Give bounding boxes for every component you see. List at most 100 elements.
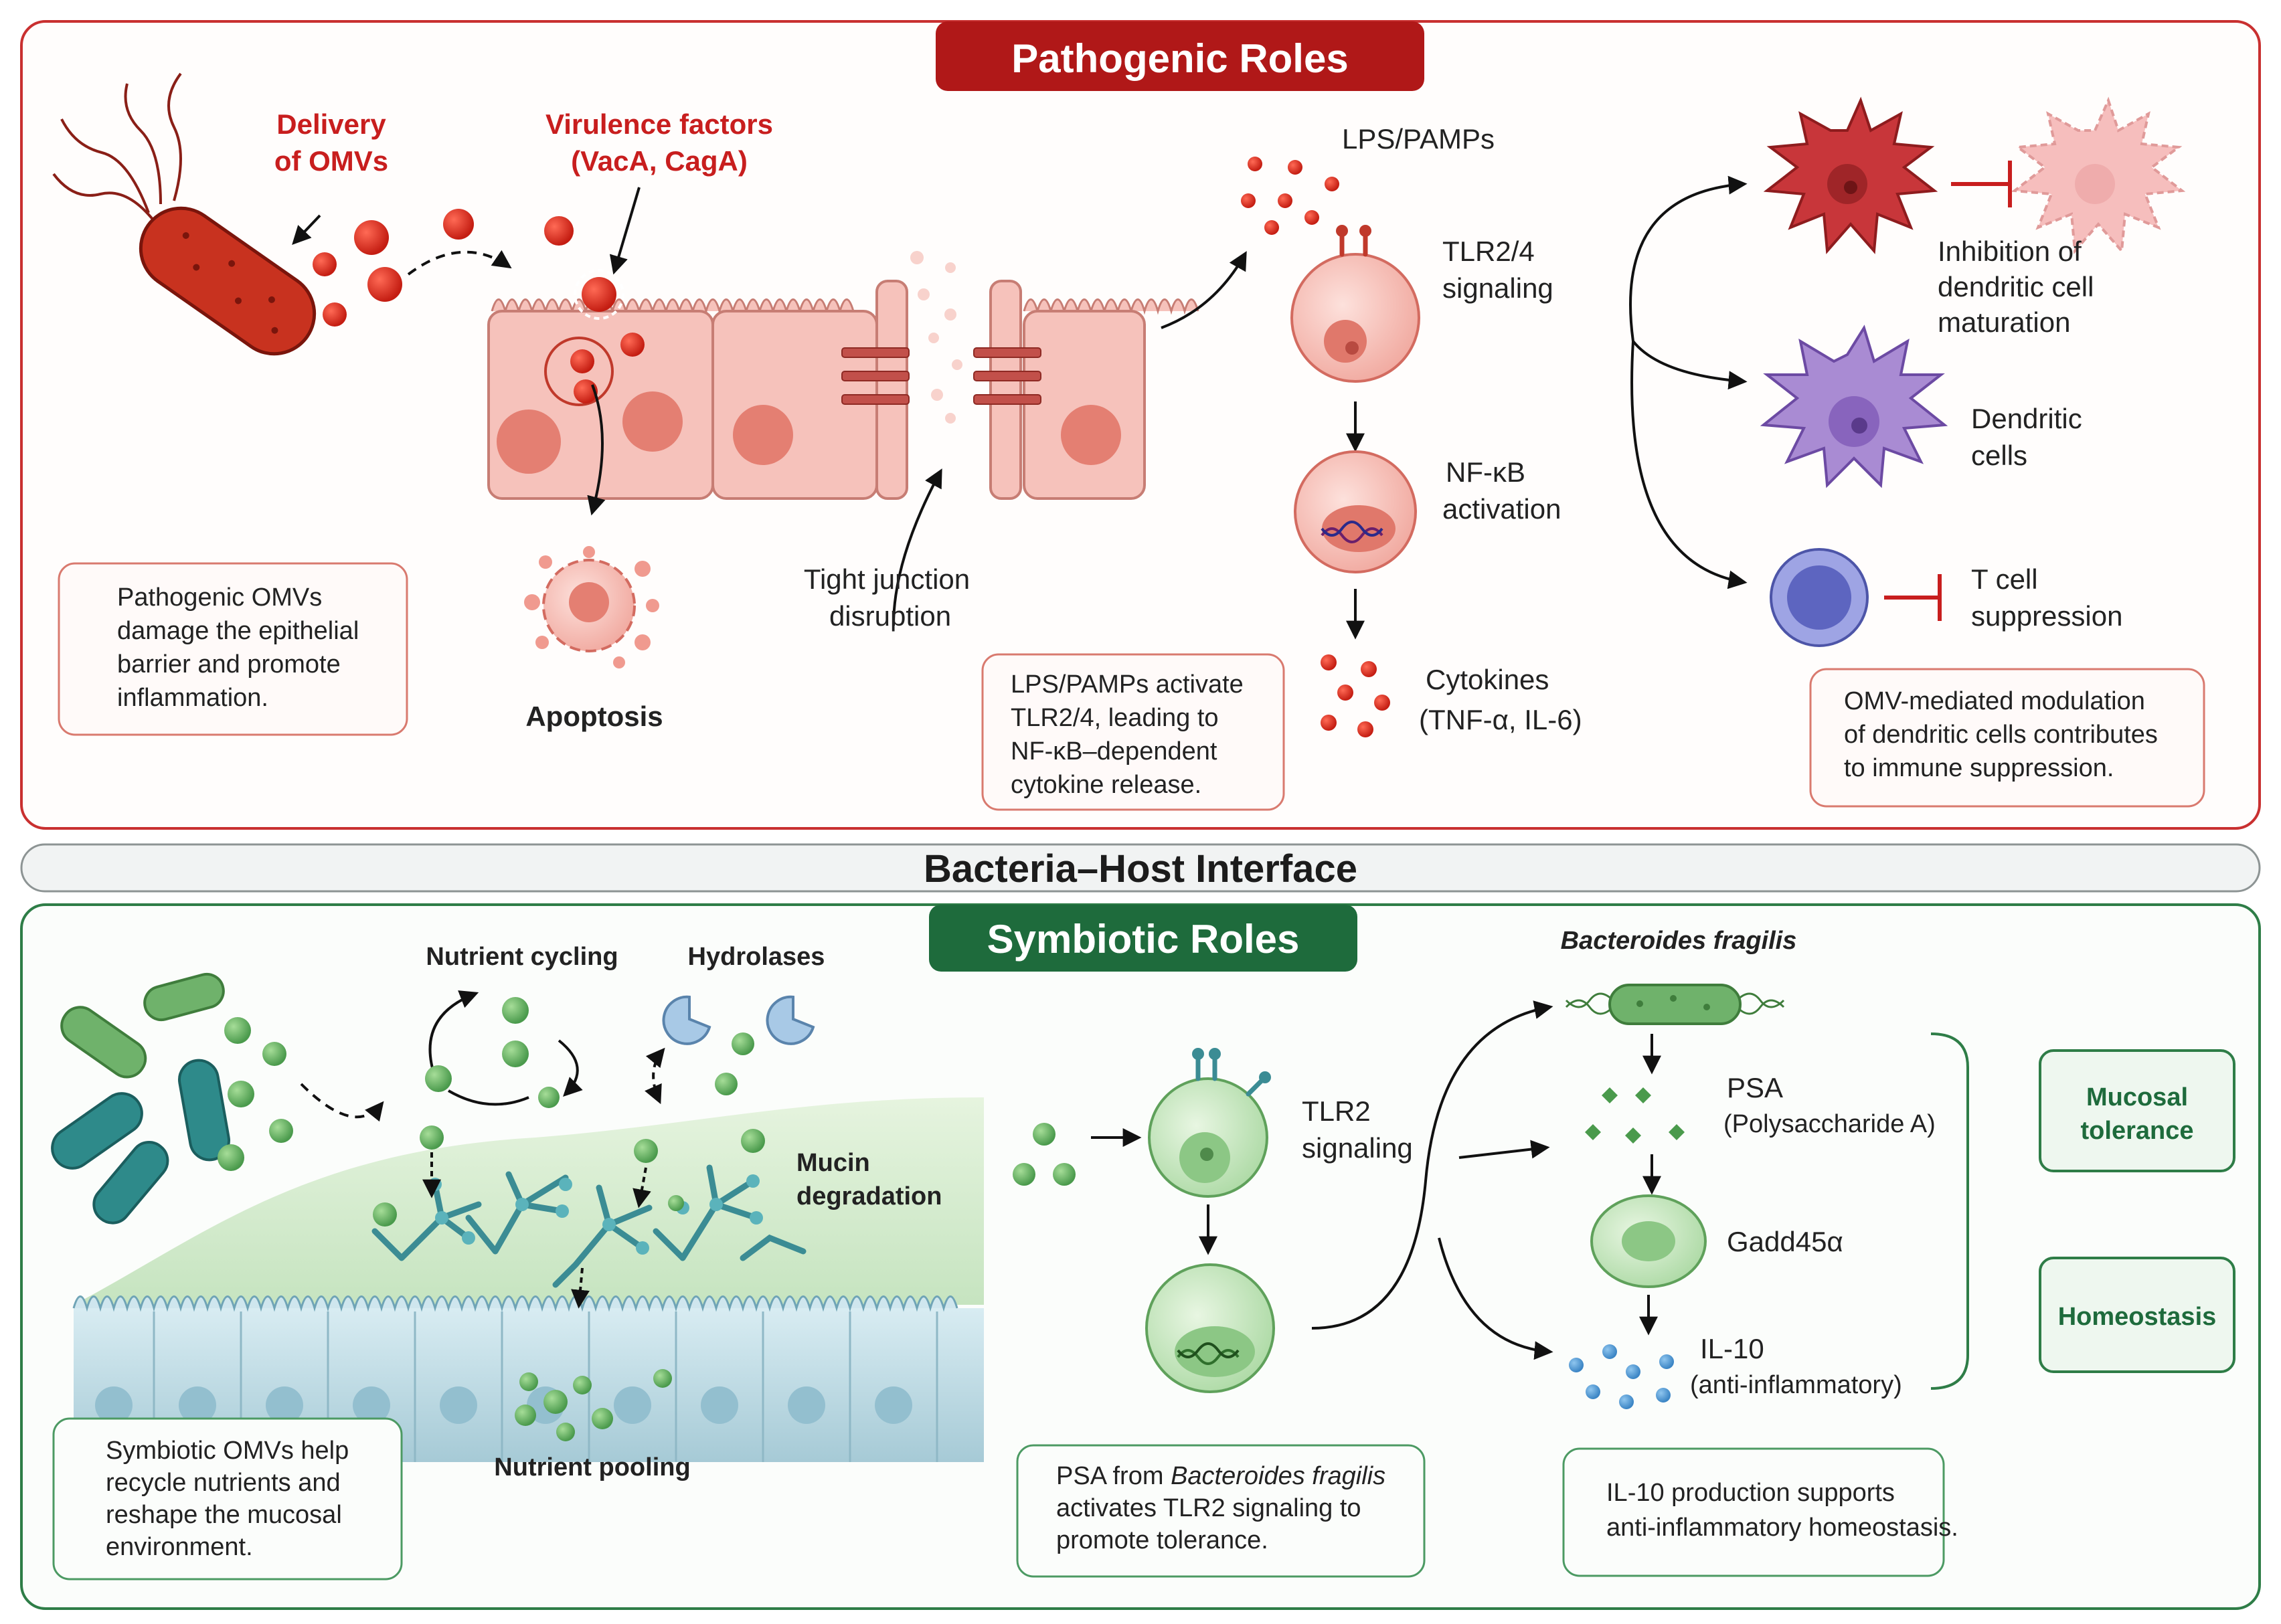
svg-text:Pathogenic Roles: Pathogenic Roles (1011, 36, 1348, 81)
mucus-omvs (373, 1125, 765, 1227)
pathogenic-banner: Pathogenic Roles (936, 21, 1424, 91)
tight-junction-arrow (892, 468, 942, 626)
tlr2-activated-cell (1145, 1263, 1275, 1393)
commensal-bacteria (51, 972, 230, 1225)
nfkb-cell (1294, 450, 1417, 573)
gadd-cell (1590, 1194, 1707, 1288)
psa-particles (1585, 1087, 1685, 1144)
tight-junction-label: Tight junction disruption (804, 563, 970, 632)
svg-text:recycle nutrients and: recycle nutrients and (106, 1469, 341, 1497)
symbiotic-omvs (218, 1017, 293, 1171)
nfkb-label: NF-κB activation (1442, 456, 1561, 525)
tlr2-cell (1148, 1048, 1271, 1198)
nutrient-pooling-label: Nutrient pooling (494, 1453, 690, 1481)
svg-text:NF-κB–dependent: NF-κB–dependent (1011, 737, 1217, 765)
svg-text:Bacteria–Host Interface: Bacteria–Host Interface (924, 847, 1357, 891)
svg-text:cells: cells (1971, 440, 2027, 471)
dendritic-cell-red (1763, 96, 1938, 254)
omv-vesicle (544, 216, 574, 246)
tlr2-ligands (1013, 1123, 1076, 1186)
svg-text:NF-κB: NF-κB (1446, 456, 1525, 488)
svg-text:LPS/PAMPs activate: LPS/PAMPs activate (1011, 670, 1244, 699)
psa-label: PSA (Polysaccharide A) (1723, 1072, 1936, 1138)
svg-text:Virulence factors: Virulence factors (545, 108, 773, 140)
omv-vesicles (313, 209, 474, 327)
homeostasis-box: Homeostasis (2039, 1257, 2235, 1373)
inhibition-symbol-tcell (1884, 574, 1942, 621)
svg-text:T cell: T cell (1971, 563, 2038, 595)
tlr24-label: TLR2/4 signaling (1442, 236, 1553, 304)
symbiotic-banner: Symbiotic Roles (929, 905, 1357, 972)
svg-text:Tight junction: Tight junction (804, 563, 970, 595)
hydrolase-enzymes (662, 995, 815, 1095)
tlr2-label: TLR2 signaling (1302, 1095, 1413, 1164)
info-box-symbiotic-left: Symbiotic OMVs help recycle nutrients an… (52, 1417, 403, 1581)
lps-particles (1241, 157, 1339, 235)
symbiotic-panel: Symbiotic Roles (20, 903, 2261, 1610)
omv-descend-arrow-2 (632, 1167, 651, 1208)
svg-text:Symbiotic OMVs help: Symbiotic OMVs help (106, 1437, 349, 1465)
svg-text:Cytokines: Cytokines (1426, 664, 1549, 695)
svg-text:anti-inflammatory homeostasis.: anti-inflammatory homeostasis. (1606, 1514, 1958, 1542)
svg-text:dendritic cell: dendritic cell (1938, 271, 2094, 302)
symbiotic-branch-arrows (1311, 1000, 1553, 1360)
svg-text:reshape the mucosal: reshape the mucosal (106, 1501, 342, 1529)
svg-text:IL-10: IL-10 (1700, 1333, 1764, 1364)
epithelial-layer (487, 251, 1199, 500)
apoptosis-arrow (587, 384, 606, 516)
svg-text:disruption: disruption (829, 600, 951, 632)
svg-text:(Polysaccharide A): (Polysaccharide A) (1723, 1110, 1936, 1138)
omv-descend-arrow-3 (571, 1267, 590, 1309)
svg-text:Delivery: Delivery (276, 108, 386, 140)
dendritic-label: Dendritic cells (1971, 403, 2082, 471)
t-cell (1770, 548, 1869, 647)
svg-text:signaling: signaling (1302, 1132, 1413, 1164)
pathogenic-panel: Pathogenic Roles Delivery of OMVs (20, 20, 2261, 830)
svg-text:Pathogenic OMVs: Pathogenic OMVs (117, 583, 322, 612)
svg-text:to immune suppression.: to immune suppression. (1844, 754, 2114, 782)
nutrient-cycling-label: Nutrient cycling (426, 943, 618, 971)
svg-text:Symbiotic Roles: Symbiotic Roles (987, 917, 1300, 962)
svg-text:Dendritic: Dendritic (1971, 403, 2082, 434)
dc-branch-arrows (1629, 175, 1748, 590)
info-box-symbiotic-right: IL-10 production supports anti-inflammat… (1562, 1447, 1958, 1577)
svg-text:activation: activation (1442, 493, 1561, 525)
dendritic-cell-faded (2011, 96, 2186, 254)
cytokines-label: Cytokines (TNF-α, IL-6) (1419, 664, 1582, 735)
svg-text:(TNF-α, IL-6): (TNF-α, IL-6) (1419, 704, 1582, 735)
lps-label: LPS/PAMPs (1342, 123, 1495, 155)
svg-text:of OMVs: of OMVs (274, 145, 388, 177)
svg-text:OMV-mediated modulation: OMV-mediated modulation (1844, 687, 2145, 715)
svg-text:PSA from Bacteroides fragilis: PSA from Bacteroides fragilis (1056, 1462, 1385, 1490)
svg-text:TLR2/4: TLR2/4 (1442, 236, 1535, 267)
inhibition-symbol-dc (1951, 161, 2012, 207)
svg-text:of dendritic cells contributes: of dendritic cells contributes (1844, 721, 2158, 749)
svg-text:damage the epithelial: damage the epithelial (117, 617, 359, 645)
svg-text:PSA: PSA (1727, 1072, 1783, 1103)
virulence-label: Virulence factors (VacA, CagA) (545, 108, 773, 177)
apoptotic-cell (524, 546, 659, 668)
svg-text:promote tolerance.: promote tolerance. (1056, 1526, 1268, 1554)
svg-text:(VacA, CagA): (VacA, CagA) (571, 145, 748, 177)
svg-text:TLR2: TLR2 (1302, 1095, 1371, 1127)
dendritic-cell-purple (1760, 325, 1948, 488)
tlr24-cell (1290, 225, 1420, 383)
svg-text:degradation: degradation (796, 1182, 942, 1210)
svg-text:Mucosal: Mucosal (2086, 1083, 2188, 1111)
info-box-pathogenic-mid: LPS/PAMPs activate TLR2/4, leading to NF… (981, 653, 1285, 811)
tcell-label: T cell suppression (1971, 563, 2122, 632)
inhibition-label: Inhibition of dendritic cell maturation (1938, 236, 2094, 338)
nutrient-cycle (425, 990, 583, 1108)
virulence-arrow (609, 187, 641, 275)
svg-text:cytokine release.: cytokine release. (1011, 771, 1201, 799)
il10-particles (1569, 1344, 1674, 1409)
apoptosis-label: Apoptosis (525, 701, 663, 732)
delivery-label: Delivery of OMVs (274, 108, 388, 177)
info-box-pathogenic-left: Pathogenic OMVs damage the epithelial ba… (58, 562, 408, 736)
svg-text:environment.: environment. (106, 1533, 253, 1561)
svg-text:IL-10 production supports: IL-10 production supports (1606, 1479, 1895, 1507)
svg-text:Inhibition of: Inhibition of (1938, 236, 2082, 267)
svg-text:TLR2/4, leading to: TLR2/4, leading to (1011, 704, 1219, 732)
svg-text:signaling: signaling (1442, 272, 1553, 304)
